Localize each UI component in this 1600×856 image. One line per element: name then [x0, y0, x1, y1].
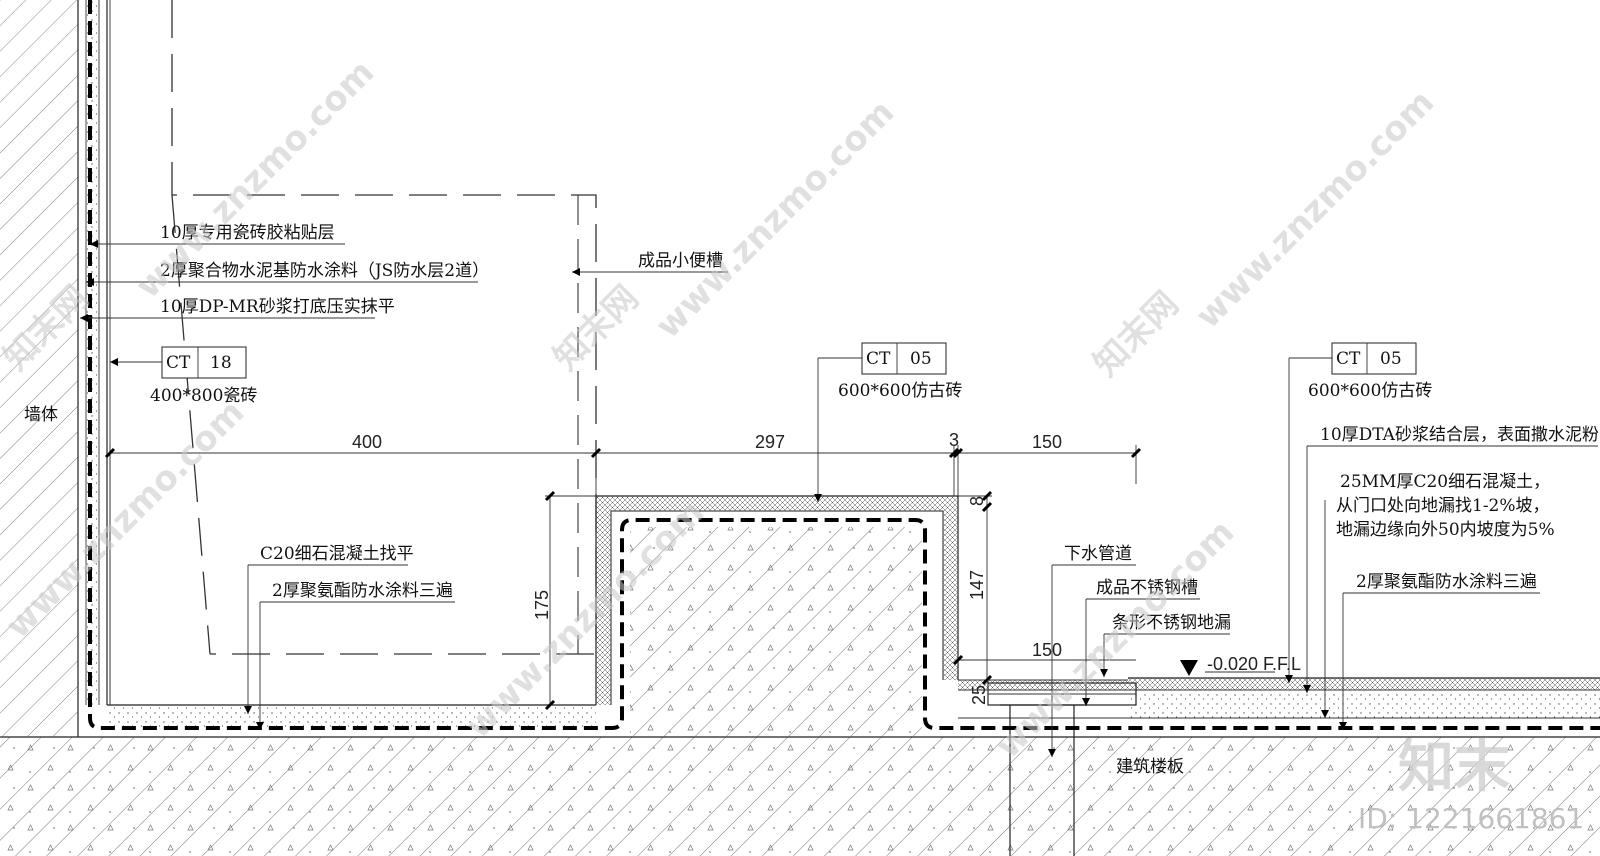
- label-building-slab: 建筑楼板: [1116, 757, 1184, 777]
- label-polymer-coating: 2厚聚合物水泥基防水涂料（JS防水层2道）: [160, 261, 489, 281]
- dim-150-top: 150: [1032, 432, 1062, 452]
- annotations: 10厚专用瓷砖胶粘贴层 2厚聚合物水泥基防水涂料（JS防水层2道） 10厚DP-…: [24, 223, 1599, 777]
- watermark-brand-2: 知末网: [1086, 284, 1186, 384]
- tag-ct05b-num: 05: [1380, 349, 1402, 369]
- dim-3: 3: [949, 430, 959, 450]
- waterproof-membrane: [88, 0, 1600, 730]
- label-c20-line3: 地漏边缘向外50内坡度为5%: [1336, 520, 1555, 540]
- dim-297: 297: [755, 432, 785, 452]
- dim-147: 147: [967, 570, 987, 600]
- label-pu-coating-left: 2厚聚氨酯防水涂料三遍: [272, 581, 453, 601]
- building-slab: [0, 736, 1600, 856]
- raised-platform: [595, 495, 959, 737]
- label-dp-mortar: 10厚DP-MR砂浆打底压实抹平: [160, 297, 395, 317]
- tag-ct05a-code: CT: [866, 349, 891, 369]
- tag-ct18-num: 18: [210, 353, 232, 373]
- label-drain-pipe: 下水管道: [1064, 544, 1132, 564]
- level-mark-text: -0.020 F.F.L: [1207, 654, 1301, 674]
- wall-section: [0, 0, 111, 737]
- label-c20-line2: 从门口处向地漏找1-2%坡，: [1336, 496, 1550, 516]
- tag-ct05a-num: 05: [910, 349, 932, 369]
- watermark-site-2: www.znzmo.com: [648, 92, 902, 346]
- dim-150-bottom: 150: [1032, 640, 1062, 660]
- watermark-id: ID: 1221661861: [1358, 802, 1584, 835]
- dim-8: 8: [967, 496, 987, 506]
- dimensions: 400 297 3 150 175 147 8 150 25: [104, 430, 1142, 711]
- urinal-trough-outline: [171, 0, 597, 655]
- label-pu-coating-right: 2厚聚氨酯防水涂料三遍: [1356, 572, 1537, 592]
- label-tile-400: 400*800瓷砖: [150, 386, 257, 406]
- label-antique-tile-2: 600*600仿古砖: [1308, 381, 1432, 401]
- tag-ct18-code: CT: [166, 353, 191, 373]
- label-tile-adhesive: 10厚专用瓷砖胶粘贴层: [160, 223, 335, 243]
- tag-ct05b-code: CT: [1336, 349, 1361, 369]
- watermark-logo: 知末: [1398, 735, 1510, 800]
- dim-25: 25: [969, 685, 989, 705]
- watermark-site-3: www.znzmo.com: [1188, 82, 1442, 336]
- label-urinal-trough: 成品小便槽: [638, 251, 723, 271]
- label-ss-drain: 条形不锈钢地漏: [1112, 613, 1231, 633]
- label-c20-level: C20细石混凝土找平: [260, 544, 414, 564]
- trough-floor-screed: [107, 704, 596, 727]
- dim-400: 400: [352, 432, 382, 452]
- label-c20-line1: 25MM厚C20细石混凝土，: [1340, 472, 1550, 492]
- label-wall: 墙体: [24, 405, 58, 425]
- label-antique-tile-1: 600*600仿古砖: [838, 381, 962, 401]
- label-dta-mortar: 10厚DTA砂浆结合层，表面撒水泥粉: [1320, 425, 1599, 445]
- floor-layers: [958, 677, 1600, 856]
- label-ss-trough: 成品不锈钢槽: [1096, 578, 1198, 598]
- dim-175: 175: [532, 590, 552, 620]
- level-marker: -0.020 F.F.L: [1180, 654, 1301, 676]
